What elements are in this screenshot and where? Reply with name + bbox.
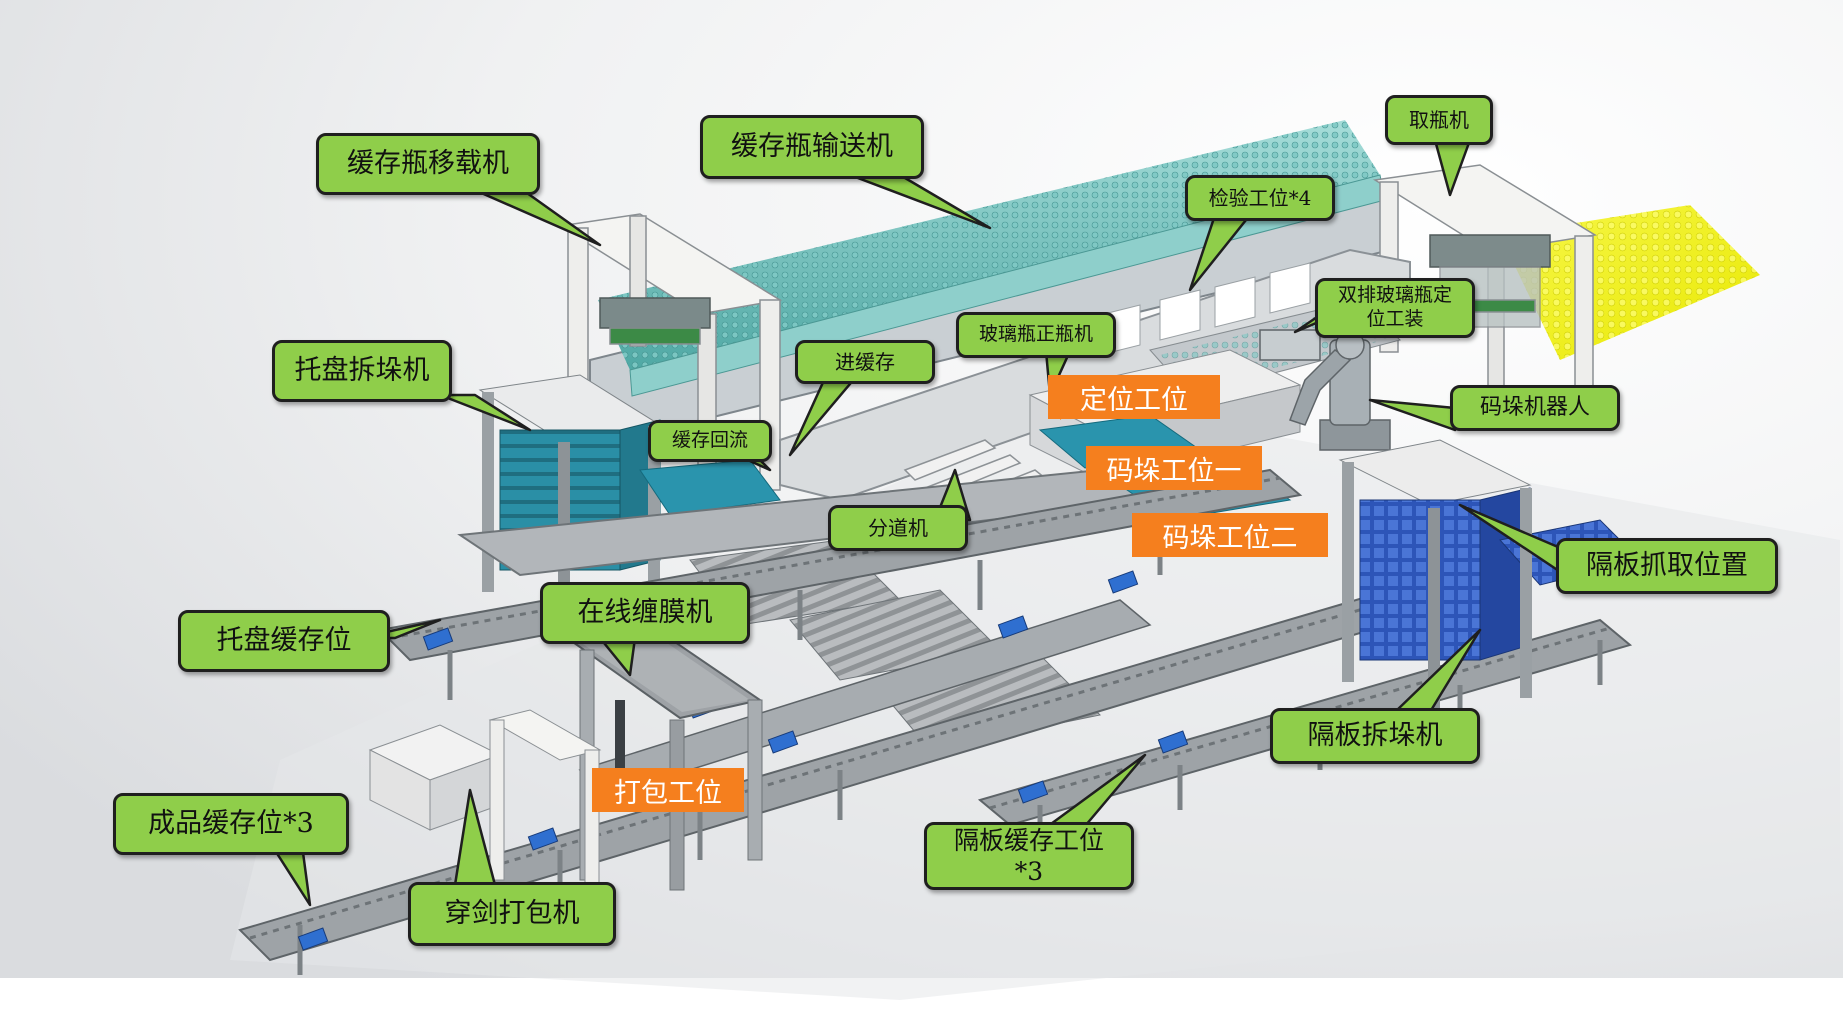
station-palletizing-two: 码垛工位二 [1132, 513, 1328, 557]
callout-separator-destacker: 隔板拆垛机 [1270, 708, 1480, 764]
callout-inspection-stations: 检验工位*4 [1185, 175, 1335, 221]
callout-separator-pick-position: 隔板抓取位置 [1556, 538, 1778, 594]
station-packing: 打包工位 [592, 768, 744, 812]
callout-pallet-destacker: 托盘拆垛机 [272, 340, 452, 402]
callout-buffer-bottle-transfer: 缓存瓶移载机 [316, 133, 540, 195]
callout-strapping-machine: 穿剑打包机 [408, 882, 616, 946]
callout-separator-buffer-stations: 隔板缓存工位*3 [924, 822, 1134, 890]
callout-bottle-uprighter: 玻璃瓶正瓶机 [956, 312, 1116, 358]
callout-stretch-wrapper: 在线缠膜机 [540, 582, 750, 644]
callout-into-buffer: 进缓存 [795, 340, 935, 384]
callout-bottle-pickup: 取瓶机 [1385, 95, 1493, 145]
callout-buffer-bottle-conveyor: 缓存瓶输送机 [700, 115, 924, 179]
callout-finished-buffer: 成品缓存位*3 [113, 793, 349, 855]
callout-lane-divider: 分道机 [828, 505, 968, 551]
callout-pallet-buffer: 托盘缓存位 [178, 610, 390, 672]
strapping-machine [368, 709, 602, 901]
station-palletizing-one: 码垛工位一 [1086, 446, 1262, 490]
palletizing-robot [1259, 329, 1391, 451]
incoming-bottle-tray [1500, 205, 1760, 360]
callout-palletizing-robot: 码垛机器人 [1450, 385, 1620, 431]
callout-buffer-return: 缓存回流 [648, 420, 772, 462]
callout-double-row-fixture: 双排玻璃瓶定位工装 [1315, 278, 1475, 338]
station-positioning: 定位工位 [1048, 375, 1220, 419]
